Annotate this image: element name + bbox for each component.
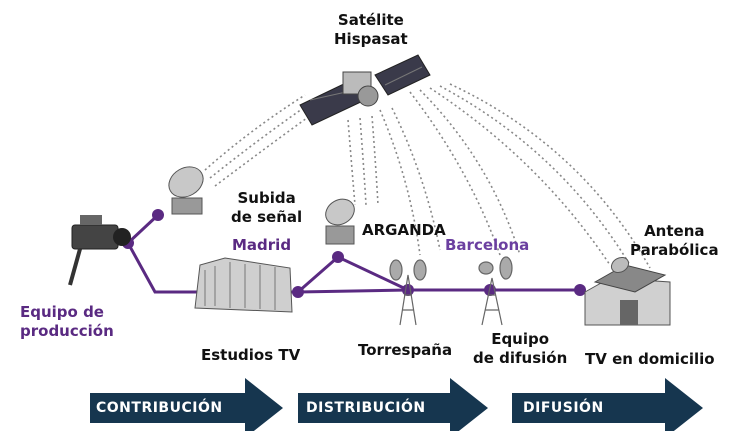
arganda-dish-icon (325, 198, 355, 245)
satellite-label: Satélite Hispasat (334, 11, 408, 48)
uplink-label: Subida de señal (231, 189, 303, 226)
production-label: Equipo de producción (20, 303, 114, 340)
uplink-dish-icon (168, 166, 204, 215)
torrespana-label: Torrespaña (358, 341, 453, 359)
signal-waves (204, 83, 651, 269)
node-studios-exit (292, 286, 304, 298)
node-uplink (152, 209, 164, 221)
broadcast-equipment-label: Equipo de difusión (473, 330, 568, 367)
barcelona-tower-icon (478, 256, 513, 326)
studios-label: Estudios TV (201, 346, 301, 364)
madrid-label: Madrid (232, 236, 292, 254)
studios-building-icon (194, 257, 293, 313)
phase-label-distribution: DISTRIBUCIÓN (306, 400, 426, 416)
camera-icon (68, 215, 131, 286)
barcelona-label: Barcelona (445, 236, 530, 254)
phase-label-diffusion: DIFUSIÓN (523, 400, 604, 416)
node-torrespana (402, 284, 414, 296)
node-home (574, 284, 586, 296)
contribution-arrow (90, 378, 283, 431)
home-icon (584, 256, 671, 326)
node-arganda (332, 251, 344, 263)
distribution-arrow (298, 378, 488, 431)
satellite-icon (299, 54, 431, 126)
phase-arrows (90, 378, 703, 431)
antenna-label: Antena Parabólica (630, 222, 719, 259)
home-tv-label: TV en domicilio (585, 350, 715, 368)
torrespana-tower-icon (389, 259, 427, 326)
diffusion-arrow (512, 378, 703, 431)
arganda-label: ARGANDA (362, 221, 446, 239)
phase-label-contribution: CONTRIBUCIÓN (96, 400, 223, 416)
